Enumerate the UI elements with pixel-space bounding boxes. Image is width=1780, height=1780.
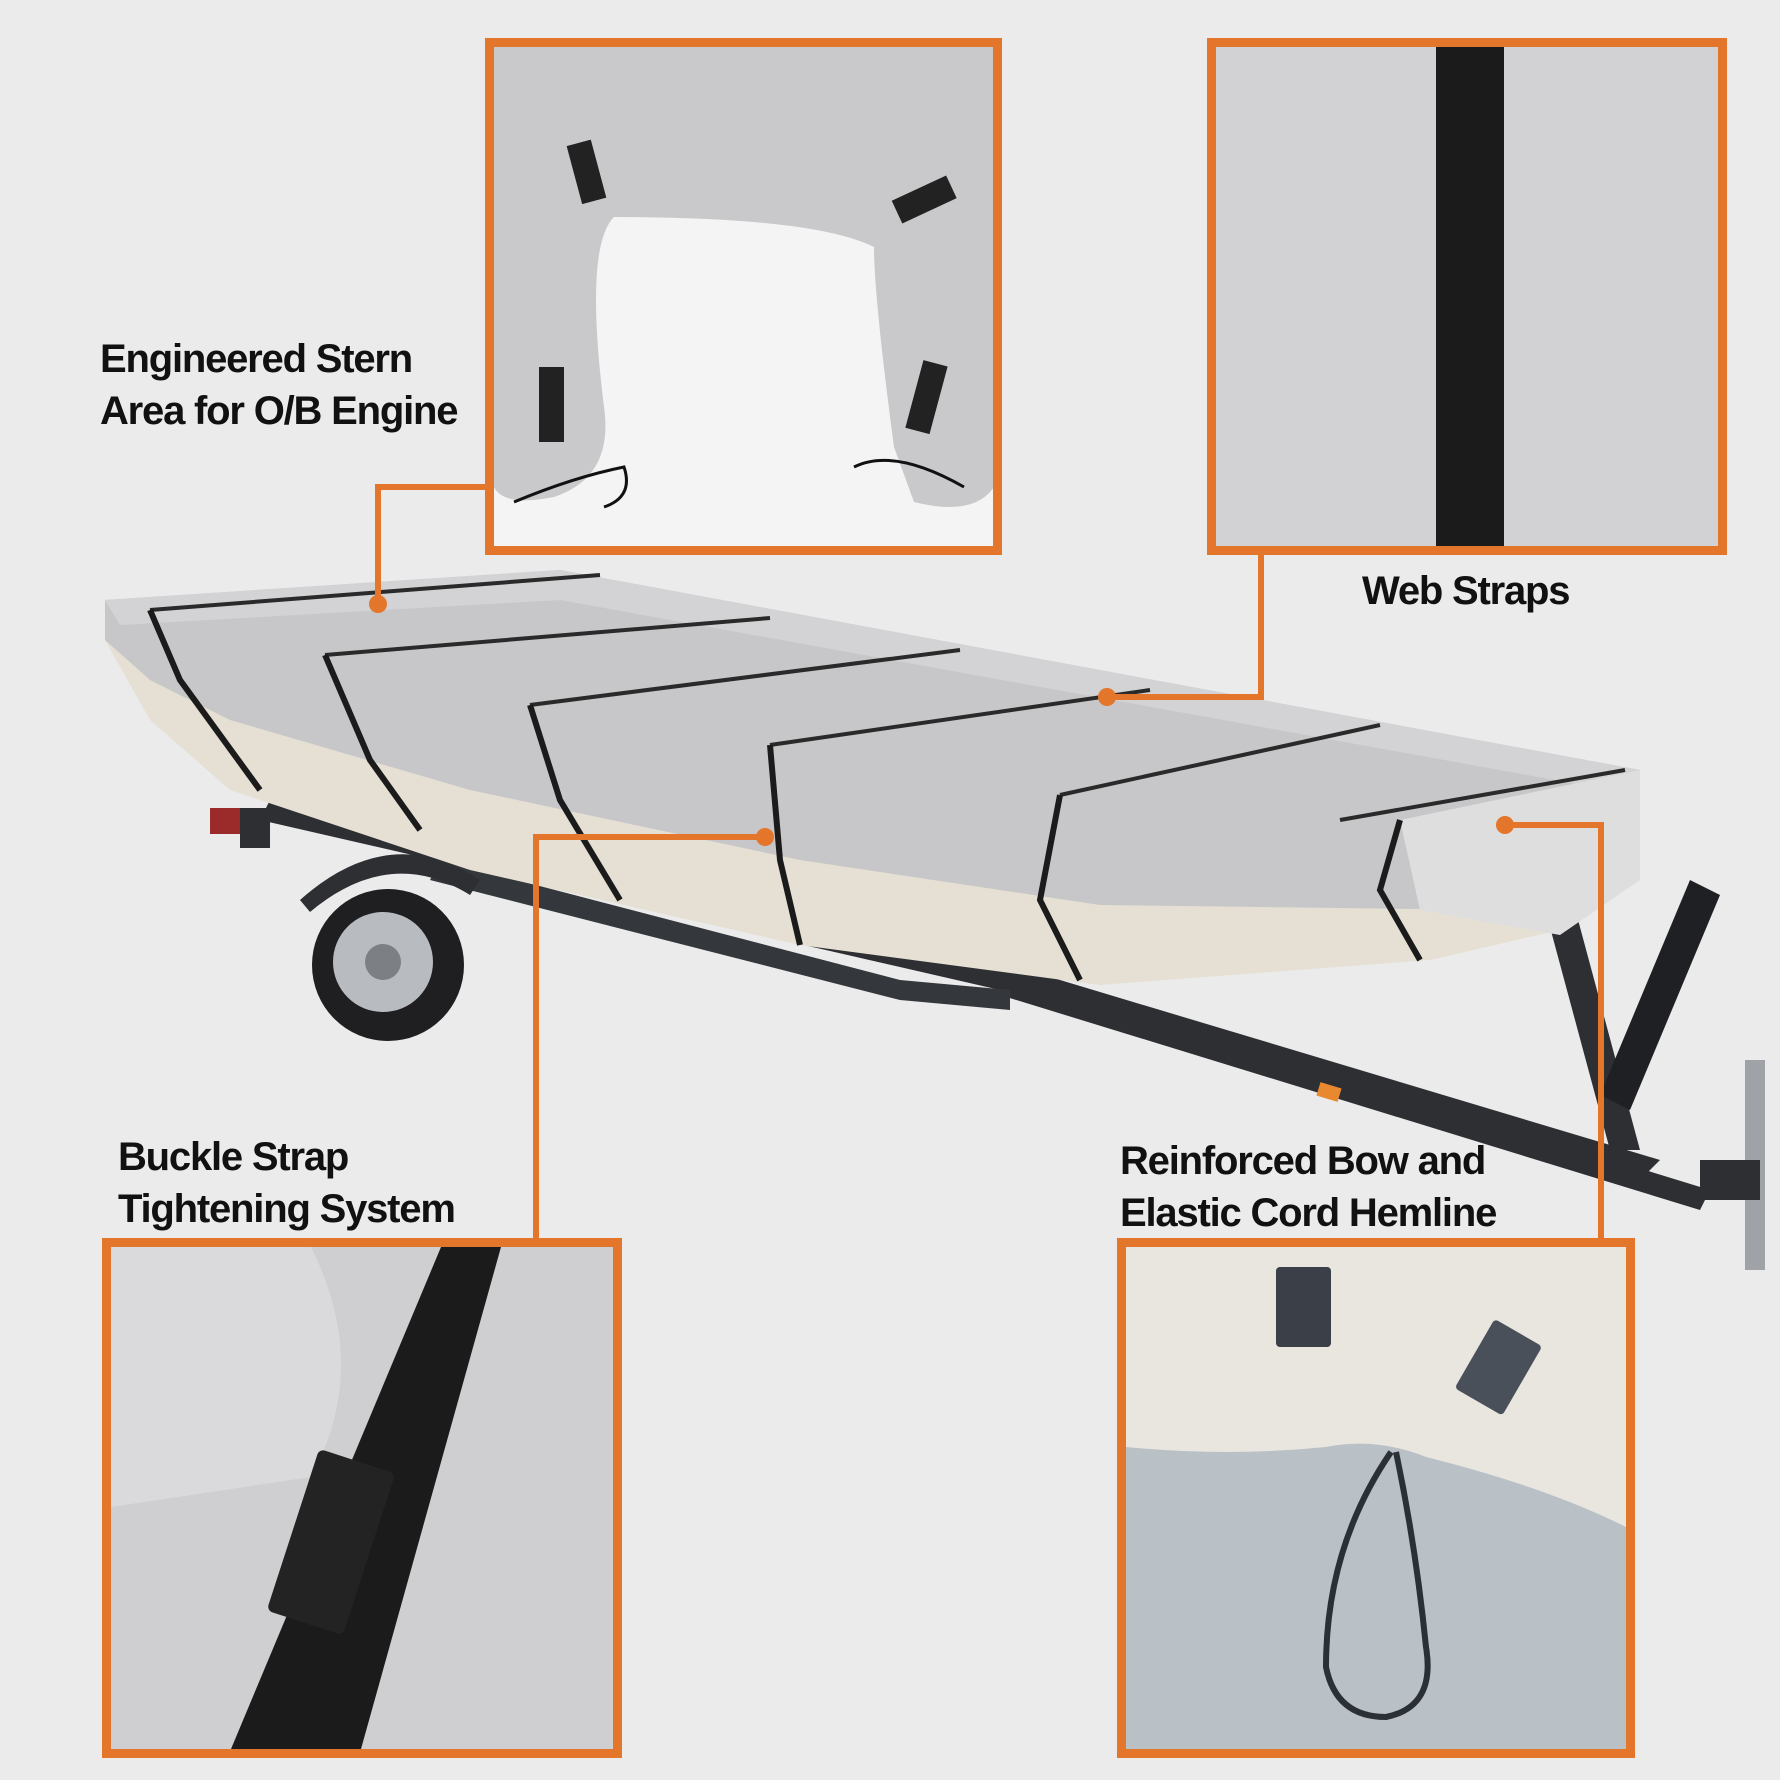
web-straps-callout-dot (1098, 688, 1116, 706)
stern-connector-h (375, 484, 490, 490)
web-strap (1436, 47, 1504, 546)
web-straps-connector-h (1108, 694, 1264, 700)
bow-connector-v (1598, 822, 1604, 1240)
buckle-connector-v (533, 834, 539, 1239)
buckle-callout-dot (756, 828, 774, 846)
stern-cover-closeup (494, 47, 993, 509)
bow-label: Reinforced Bow and Elastic Cord Hemline (1120, 1139, 1497, 1235)
web-straps-label: Web Straps (1362, 569, 1571, 613)
boat-trailer-illustration (105, 570, 1765, 1270)
buckle-closeup-frame (102, 1238, 622, 1758)
stern-label: Engineered Stern Area for O/B Engine (100, 337, 458, 433)
buckle-label: Buckle Strap Tightening System (118, 1135, 456, 1231)
buckle-connector-h (533, 834, 765, 840)
web-straps-closeup-frame (1207, 38, 1727, 555)
buckle-strap-closeup (111, 1247, 501, 1749)
bow-connector-h (1506, 822, 1604, 828)
bow-callout-dot (1496, 816, 1514, 834)
stern-closeup-frame (485, 38, 1002, 555)
elastic-hemline-closeup (1126, 1247, 1626, 1721)
main-product-image (0, 560, 1780, 1280)
bow-closeup-frame (1117, 1238, 1635, 1758)
web-straps-connector-v (1258, 555, 1264, 700)
stern-connector-v (375, 484, 381, 604)
stern-callout-dot (369, 595, 387, 613)
